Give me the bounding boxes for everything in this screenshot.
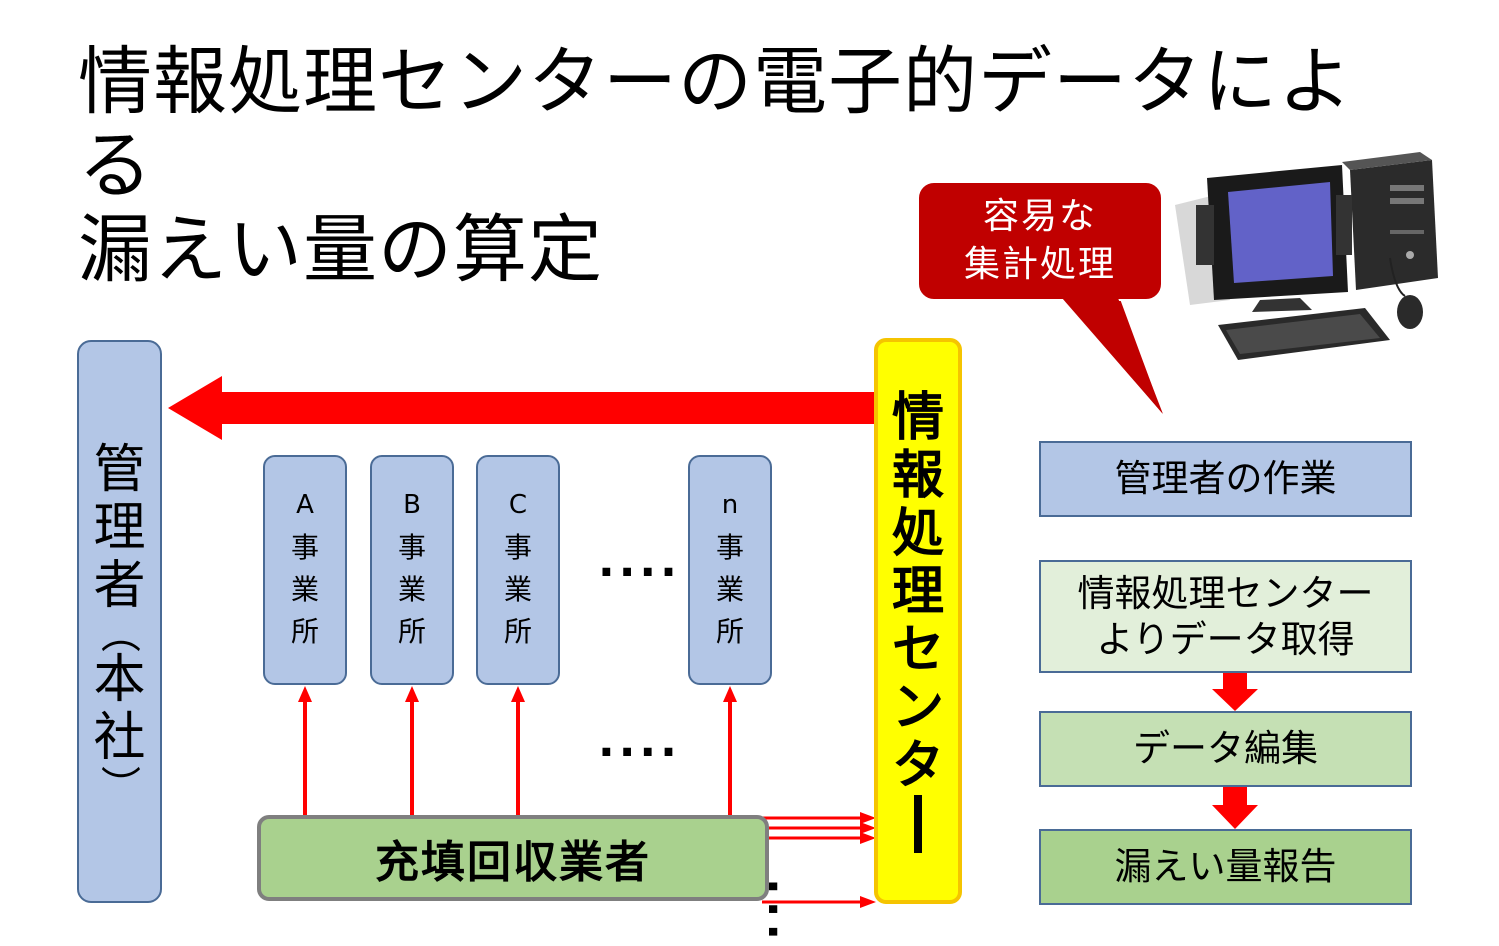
ellipsis-collector-arrows: ... xyxy=(758,878,809,946)
admin-char: 管 xyxy=(93,439,146,500)
computer-icon xyxy=(1175,152,1438,360)
info-center-char: 報 xyxy=(891,446,944,506)
title-line-1: 情報処理センターの電子的データによる xyxy=(78,39,1353,209)
office-char: 事 xyxy=(290,531,319,564)
info-center-bar: ー xyxy=(913,795,922,853)
office-char: 事 xyxy=(503,531,532,564)
title-line-2: 漏えい量の算定 xyxy=(78,207,603,293)
callout-line-1: 容易な xyxy=(982,196,1097,237)
big-arrow-to-admin xyxy=(168,376,876,440)
office-char: 業 xyxy=(290,573,319,606)
admin-paren-close: ） xyxy=(96,764,143,805)
office-char: 業 xyxy=(397,573,426,606)
admin-char: 者 xyxy=(93,555,146,616)
office-label: C 事 業 所 xyxy=(504,487,532,653)
collector-to-offices-arrows xyxy=(298,686,737,815)
admin-label: 管 理 者 （ 本 社 ） xyxy=(93,439,146,805)
info-center-char: 処 xyxy=(891,504,944,564)
info-center-char: 情 xyxy=(891,388,944,448)
step-get-data-line-2: よりデータ取得 xyxy=(1096,617,1355,661)
collector-box: 充填回収業者 xyxy=(257,815,769,901)
page-title: 情報処理センターの電子的データによる 漏えい量の算定 xyxy=(78,40,1378,292)
office-char: 事 xyxy=(397,531,426,564)
office-box-n: n 事 業 所 xyxy=(688,455,772,685)
info-center-char: ン xyxy=(891,678,944,738)
admin-char: 理 xyxy=(93,497,146,558)
office-label: B 事 業 所 xyxy=(398,487,426,653)
office-letter: C xyxy=(508,490,528,520)
collector-to-center-arrows xyxy=(762,812,876,908)
step-get-data: 情報処理センター よりデータ取得 xyxy=(1039,560,1412,673)
callout-bubble xyxy=(917,181,1166,419)
office-char: 所 xyxy=(290,615,319,648)
ellipsis-offices: .... xyxy=(598,536,681,587)
office-box-b: B 事 業 所 xyxy=(370,455,454,685)
office-char: 事 xyxy=(715,531,744,564)
admin-char: 本 xyxy=(93,649,146,710)
office-char: 所 xyxy=(397,615,426,648)
step-get-data-line-1: 情報処理センター xyxy=(1077,571,1374,615)
office-box-c: C 事 業 所 xyxy=(476,455,560,685)
info-center-label: 情 報 処 理 セ ン タ ー xyxy=(892,389,944,853)
down-arrow-icon xyxy=(1212,787,1258,829)
admin-box: 管 理 者 （ 本 社 ） xyxy=(77,340,162,903)
info-center-box: 情 報 処 理 セ ン タ ー xyxy=(874,338,962,904)
office-char: 所 xyxy=(715,615,744,648)
office-letter: A xyxy=(296,490,314,520)
office-char: 業 xyxy=(503,573,532,606)
ellipsis-arrows: .... xyxy=(598,716,681,767)
callout-text: 容易な 集計処理 xyxy=(918,182,1162,300)
step-edit-data: データ編集 xyxy=(1039,711,1412,787)
office-box-a: A 事 業 所 xyxy=(263,455,347,685)
office-char: 業 xyxy=(715,573,744,606)
info-center-char: 理 xyxy=(891,562,944,622)
office-char: 所 xyxy=(503,615,532,648)
admin-char: 社 xyxy=(93,707,146,768)
office-letter: B xyxy=(403,490,421,520)
info-center-char: タ xyxy=(891,736,944,796)
admin-tasks-header: 管理者の作業 xyxy=(1039,441,1412,517)
info-center-char: セ xyxy=(891,620,944,680)
down-arrow-icon xyxy=(1212,673,1258,711)
callout-line-2: 集計処理 xyxy=(963,244,1116,285)
office-label: n 事 業 所 xyxy=(716,487,744,653)
step-report-leakage: 漏えい量報告 xyxy=(1039,829,1412,905)
admin-paren-open: （ xyxy=(96,612,143,653)
office-label: A 事 業 所 xyxy=(291,487,319,653)
office-letter: n xyxy=(721,490,739,520)
